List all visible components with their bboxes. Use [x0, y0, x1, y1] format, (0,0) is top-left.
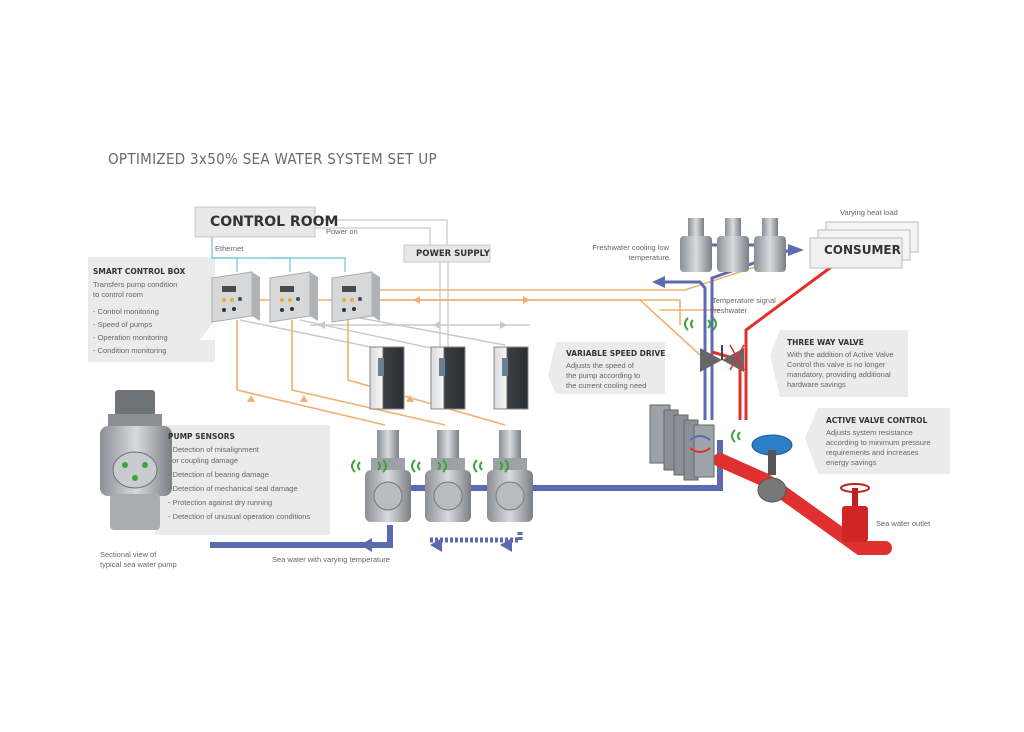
grey-arrows	[318, 321, 507, 329]
control-to-vsd-lines	[239, 317, 530, 351]
outlet-valve	[840, 483, 870, 542]
active-valve-control-desc: requirements and increases	[826, 448, 919, 457]
variable-speed-drive-panel	[548, 342, 665, 394]
ethernet-lines	[211, 237, 346, 272]
three-way-valve-desc: hardware savings	[787, 380, 846, 389]
pump-sensors-panel	[155, 425, 330, 535]
three-way-valve-panel	[770, 330, 908, 397]
smart-control-box-item: - Condition monitoring	[93, 346, 167, 355]
control-room-label: CONTROL ROOM	[210, 214, 339, 230]
variable-speed-drives	[369, 346, 529, 410]
control-room-box	[194, 206, 316, 238]
power-on-label: Power on	[326, 227, 358, 236]
pump-sensors-item: - Detection of mechanical seal damage	[168, 484, 298, 493]
smart-control-box-item: - Control monitoring	[93, 307, 159, 316]
vsd-desc: the pump according to	[566, 371, 641, 380]
three-way-valve-desc: mandatory, providing additional	[787, 370, 891, 379]
ethernet-label: Ethernet	[215, 244, 244, 253]
three-way-valve-desc: With the addition of Active Valve	[787, 350, 894, 359]
active-valve-control-desc: according to minimum pressure	[826, 438, 931, 447]
three-way-valve-desc: Control this valve is no longer	[787, 360, 886, 369]
consumer-box	[809, 221, 919, 269]
smart-control-boxes	[211, 271, 380, 323]
pump-sensors-item: - Detection of misalignment	[168, 445, 259, 454]
smart-control-box-item: - Operation monitoring	[93, 333, 168, 342]
active-valve-control-desc: energy savings	[826, 458, 877, 467]
sectional-view-label: typical sea water pump	[100, 560, 177, 569]
three-way-valve-title: THREE WAY VALVE	[787, 338, 864, 347]
pump-sensors-item: or coupling damage	[168, 456, 239, 465]
power-lines	[315, 219, 449, 350]
smart-control-box-panel	[88, 257, 215, 362]
sea-water-varying-label: Sea water with varying temperature	[272, 555, 390, 564]
active-valve-control-panel	[805, 408, 950, 474]
pump-sensors-item: - Detection of unusual operation conditi…	[168, 512, 311, 521]
pump-sensors-title: PUMP SENSORS	[168, 432, 235, 441]
active-valve-control-desc: Adjusts system resistance	[826, 428, 913, 437]
sectional-view-label: Sectional view of	[100, 550, 157, 559]
signal-arrows	[247, 296, 530, 402]
sea-water-outlet-label: Sea water outlet	[876, 519, 931, 528]
freshwater-cooling-label: temperature	[628, 253, 669, 262]
wireless-signals	[351, 317, 741, 473]
vsd-title: VARIABLE SPEED DRIVE	[566, 349, 666, 358]
vsd-desc: the current cooling need	[566, 381, 647, 390]
active-valve	[751, 434, 793, 503]
heat-exchanger	[649, 404, 715, 481]
consumer-label: CONSUMER	[824, 243, 901, 257]
active-valve-control-title: ACTIVE VALVE CONTROL	[826, 416, 928, 425]
pump-units	[365, 430, 533, 522]
power-supply-label: POWER SUPPLY	[416, 249, 490, 259]
smart-control-box-desc-1: Transfers pump condition	[93, 280, 178, 289]
temperature-signal-label: Temperature signal	[712, 296, 776, 305]
freshwater-cooling-label: Freshwater cooling low	[592, 243, 669, 252]
diagram-title: OPTIMIZED 3x50% SEA WATER SYSTEM SET UP	[108, 150, 437, 168]
varying-heat-load-label: Varying heat load	[840, 208, 898, 217]
pump-sensors-item: - Protection against dry running	[168, 498, 273, 507]
sectional-pump	[100, 390, 172, 530]
freshwater-pumps	[680, 218, 786, 272]
three-way-valve	[700, 344, 745, 372]
vsd-desc: Adjusts the speed of	[566, 361, 634, 370]
smart-control-box-title: SMART CONTROL BOX	[93, 267, 186, 276]
pump-sensors-item: - Detection of bearing damage	[168, 470, 269, 479]
smart-control-box-desc-2: to control room	[93, 290, 144, 299]
smart-control-box-item: - Speed of pumps	[93, 320, 153, 329]
temperature-signal-label: freshwater	[712, 306, 748, 315]
